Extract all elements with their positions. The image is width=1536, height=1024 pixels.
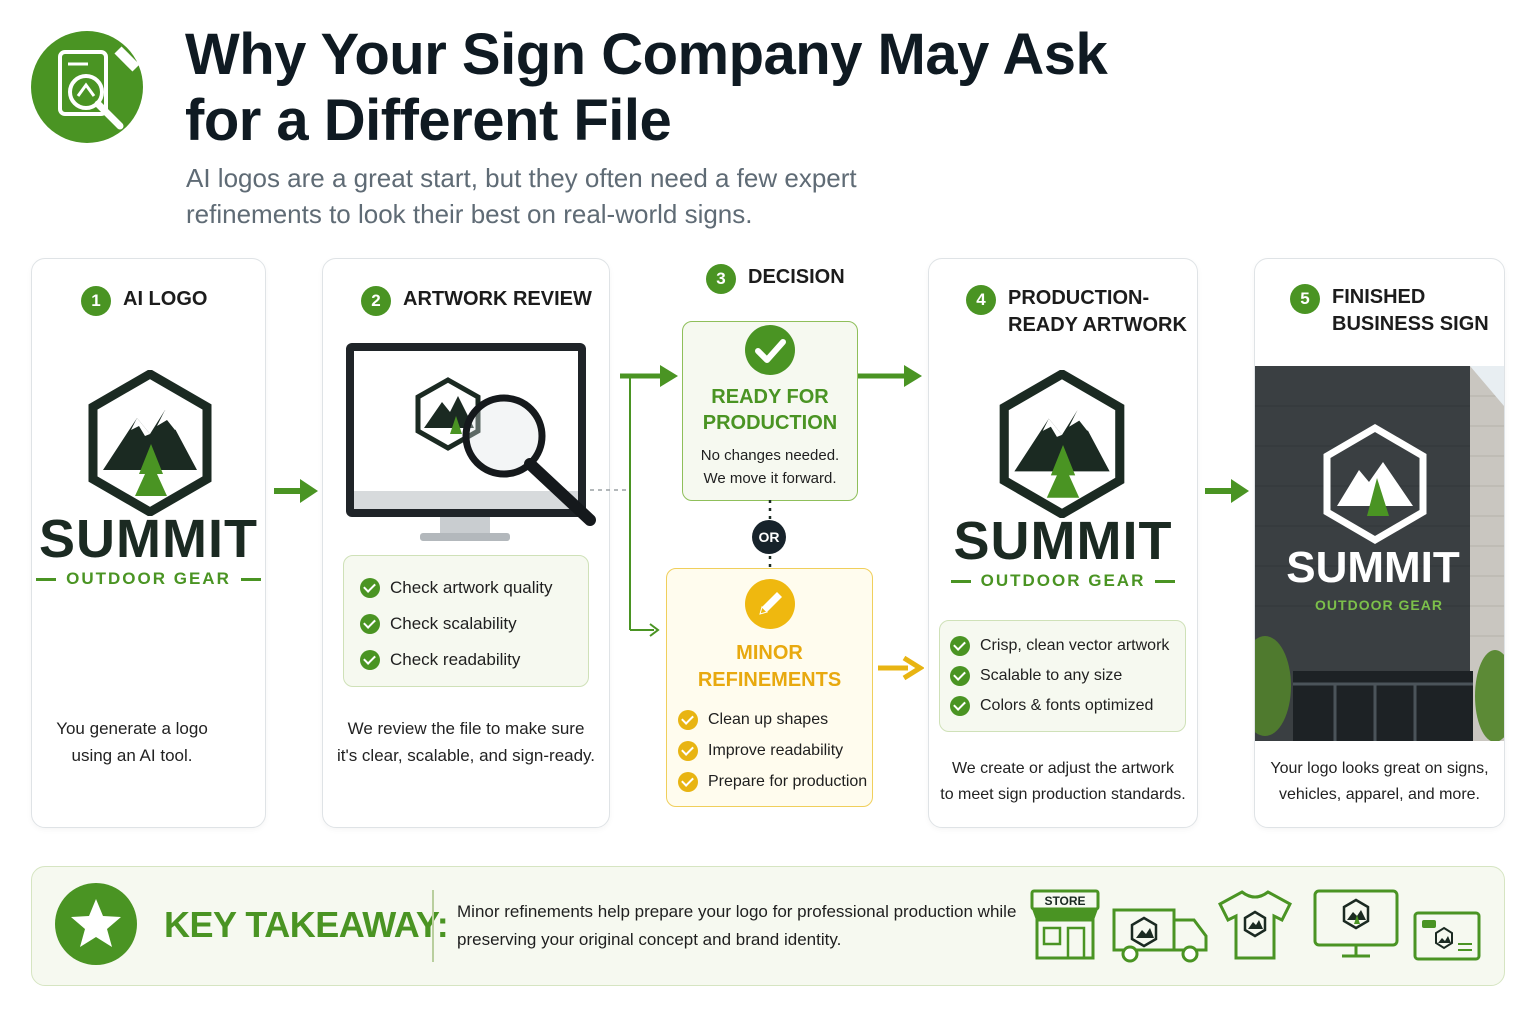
step-title: PRODUCTION- READY ARTWORK: [1008, 287, 1187, 336]
step-description: We create or adjust the artwork to meet …: [940, 760, 1186, 803]
branch-connector: [590, 365, 678, 637]
sign-tagline: OUTDOOR GEAR: [1315, 597, 1443, 613]
production-checklist: Crisp, clean vector artwork Scalable to …: [939, 620, 1186, 732]
check-icon: [950, 696, 970, 716]
check-icon: [360, 578, 380, 598]
logo-tagline: OUTDOOR GEAR: [31, 568, 266, 590]
checklist-item: Check artwork quality: [360, 570, 572, 606]
step-number-badge: 1: [81, 286, 111, 316]
review-checklist: Check artwork quality Check scalability …: [343, 555, 589, 687]
step-title: DECISION: [748, 266, 845, 288]
check-icon: [678, 740, 698, 761]
business-card-icon: [1413, 911, 1481, 961]
check-icon: [745, 325, 795, 375]
step-number-badge: 3: [706, 264, 736, 294]
van-icon: [1112, 908, 1208, 963]
star-icon: [55, 883, 137, 965]
step-header: 2 ARTWORK REVIEW: [361, 286, 592, 316]
step-header: 4 PRODUCTION- READY ARTWORK: [966, 285, 1187, 339]
checklist-item: Scalable to any size: [950, 661, 1175, 691]
ready-text: No changes needed. We move it forward.: [700, 447, 840, 487]
minor-refinements-title: MINOR REFINEMENTS: [697, 642, 842, 691]
step-title: AI LOGO: [123, 288, 208, 310]
arrow-right-icon: [274, 479, 318, 503]
check-icon: [678, 709, 698, 730]
key-takeaway-text: Minor refinements help prepare your logo…: [457, 902, 1017, 949]
key-takeaway-label: KEY TAKEAWAY:: [164, 904, 449, 945]
ready-title: READY FOR PRODUCTION: [702, 386, 838, 434]
page-title: Why Your Sign Company May Ask for a Diff…: [185, 22, 1108, 153]
step-header: 5 FINISHED BUSINESS SIGN: [1290, 284, 1489, 338]
or-badge: OR: [752, 520, 786, 554]
checklist-item: Check scalability: [360, 606, 572, 642]
arrow-right-icon: [1205, 479, 1249, 503]
step-description: Your logo looks great on signs, vehicles…: [1270, 760, 1489, 803]
business-sign-photo: SUMMIT OUTDOOR GEAR: [1255, 366, 1504, 741]
minor-refinements-list: Clean up shapes Improve readability Prep…: [678, 704, 868, 797]
step-card-production-ready: [928, 258, 1198, 828]
monitor-icon: [1313, 889, 1399, 958]
page-subtitle: AI logos are a great start, but they oft…: [186, 163, 857, 229]
logo-wordmark: SUMMIT: [39, 509, 258, 569]
arrow-right-yellow-icon: [878, 655, 924, 681]
check-icon: [360, 650, 380, 670]
divider: [432, 890, 434, 962]
check-icon: [360, 614, 380, 634]
checklist-item: Colors & fonts optimized: [950, 691, 1175, 721]
step-title: FINISHED BUSINESS SIGN: [1332, 286, 1489, 335]
arrow-right-icon: [858, 365, 922, 387]
step-description: We review the file to make sure it's cle…: [336, 719, 596, 765]
checklist-item: Improve readability: [678, 735, 868, 766]
tshirt-icon: [1218, 890, 1292, 960]
step-description: You generate a logo using an AI tool.: [56, 719, 208, 765]
step-title: ARTWORK REVIEW: [403, 288, 592, 310]
checklist-item: Clean up shapes: [678, 704, 868, 735]
step-number-badge: 4: [966, 285, 996, 315]
store-sign-text: STORE: [1044, 894, 1085, 908]
mountain-logo-icon: [999, 370, 1125, 518]
store-icon: STORE: [1030, 889, 1100, 960]
check-icon: [678, 771, 698, 792]
check-icon: [950, 636, 970, 656]
sign-wordmark: SUMMIT: [1286, 543, 1460, 592]
step-header: 3 DECISION: [706, 264, 845, 294]
monitor-magnifier-icon: [346, 343, 596, 541]
step-card-ai-logo: [31, 258, 266, 828]
step-header: 1 AI LOGO: [81, 286, 207, 316]
pencil-icon: [745, 579, 795, 629]
logo-tagline: OUTDOOR GEAR: [928, 570, 1198, 592]
check-icon: [950, 666, 970, 686]
step-number-badge: 5: [1290, 284, 1320, 314]
checklist-item: Check readability: [360, 642, 572, 678]
step-number-badge: 2: [361, 286, 391, 316]
mountain-logo-icon: [88, 370, 212, 516]
document-search-icon: [31, 31, 143, 143]
checklist-item: Crisp, clean vector artwork: [950, 631, 1175, 661]
checklist-item: Prepare for production: [678, 766, 868, 797]
logo-wordmark: SUMMIT: [953, 511, 1173, 571]
